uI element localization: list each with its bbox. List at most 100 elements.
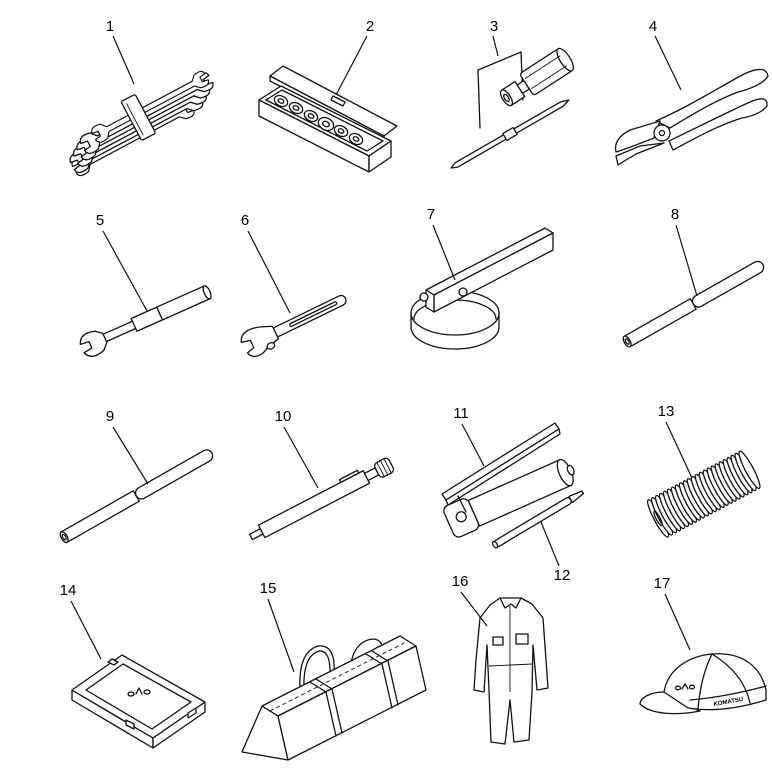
callout-number-9: 9 <box>106 408 114 425</box>
cap-brim <box>639 691 701 715</box>
case-hinge <box>107 658 119 666</box>
item-12-nozzle-pipe <box>491 490 585 549</box>
callout-number-16: 16 <box>452 573 469 590</box>
grip-groove <box>524 55 561 79</box>
handle-top-face <box>425 227 554 296</box>
callout-number-3: 3 <box>490 18 498 35</box>
item-6-adjustable-wrench <box>240 294 347 358</box>
sockets <box>273 94 364 146</box>
driver-bit <box>450 99 570 169</box>
cap-text: KOMATSU <box>713 697 743 708</box>
handle-slot <box>289 301 338 327</box>
plier-pivot-pin <box>658 129 666 137</box>
item-5-wrench-with-pipe <box>79 285 212 357</box>
knob-groove <box>376 462 385 477</box>
strap-band <box>410 312 500 350</box>
callout-number-17: 17 <box>654 575 671 592</box>
socket <box>273 94 289 108</box>
socket <box>288 101 304 115</box>
leader-line-17 <box>664 593 691 651</box>
coverall-pocket <box>492 636 504 646</box>
leader-line-16 <box>460 591 488 627</box>
cap-logo <box>674 683 696 691</box>
leader-line-14 <box>70 600 102 660</box>
bar-segment <box>134 449 214 500</box>
bar-bore <box>624 338 630 345</box>
logo-mark <box>688 684 696 690</box>
coverall-collar <box>499 597 522 609</box>
barrel-knob <box>566 464 575 476</box>
item-16-coverall <box>473 597 549 745</box>
socket-bore <box>277 98 285 104</box>
driver-grip-end <box>556 47 575 72</box>
coverall-waist <box>488 663 534 667</box>
leader-line-3 <box>492 35 499 57</box>
item-15-tool-bag <box>241 635 427 761</box>
tray-side <box>368 140 392 173</box>
logo-mark <box>135 687 143 695</box>
adjustable-jaw <box>240 325 280 358</box>
bar-segment <box>623 298 697 348</box>
bag-strap <box>365 653 393 709</box>
plier-handle-lower <box>668 98 768 151</box>
item-9-extension-bar <box>59 449 214 544</box>
leader-line-7 <box>432 224 456 281</box>
bar-segment <box>691 260 765 308</box>
leader-lines <box>70 35 698 673</box>
item-7-filter-wrench <box>410 227 554 350</box>
item-4-pliers <box>614 68 769 166</box>
bag-strap <box>371 650 399 706</box>
leader-line-2 <box>335 35 368 96</box>
logo-mark <box>127 691 135 697</box>
logo-mark <box>681 683 689 690</box>
holder-edge <box>125 103 144 136</box>
knob-groove <box>379 460 389 475</box>
grip-groove <box>531 65 567 90</box>
socket <box>348 132 364 146</box>
leader-line-11 <box>461 423 485 467</box>
coverall-pocket <box>515 633 529 645</box>
driver-handle <box>499 47 575 107</box>
driver-head-face <box>499 89 514 107</box>
tray-recess <box>265 89 384 152</box>
item-2-socket-box <box>258 65 398 173</box>
callout-number-10: 10 <box>275 408 292 425</box>
callout-number-1: 1 <box>106 18 114 35</box>
callout-number-15: 15 <box>260 580 277 597</box>
plier-handle-upper <box>655 68 769 129</box>
leader-line-15 <box>267 598 295 673</box>
coil-ring <box>738 450 761 490</box>
socket <box>303 109 319 123</box>
tube-clip <box>338 469 360 483</box>
leader-line-5 <box>102 230 148 312</box>
pipe-tip <box>568 490 585 504</box>
case-latch <box>187 707 197 719</box>
socket-bore <box>337 128 345 134</box>
callout-number-11: 11 <box>453 405 469 422</box>
bag-zipper <box>269 640 409 712</box>
leader-line-12 <box>540 521 560 567</box>
head-port <box>455 511 467 523</box>
lid-panel <box>85 663 192 730</box>
logo-mark <box>143 689 151 695</box>
wrench-jaw <box>79 330 108 357</box>
bag-strap <box>309 681 337 737</box>
cap-seam <box>711 653 751 704</box>
callout-number-4: 4 <box>649 18 657 35</box>
bag-strap <box>315 678 343 734</box>
callout-number-7: 7 <box>427 206 435 223</box>
leader-line-9 <box>112 426 149 485</box>
socket-bore <box>322 120 330 128</box>
callout-number-2: 2 <box>366 18 374 35</box>
socket <box>333 124 349 138</box>
item-3-screwdriver <box>450 47 575 169</box>
callout-number-13: 13 <box>658 403 675 420</box>
logo-mark <box>674 685 682 691</box>
socket-bore <box>307 113 315 119</box>
worm-screw <box>266 342 276 350</box>
case-logo <box>127 687 151 697</box>
bag-handle-inner <box>303 650 331 689</box>
strap-pin <box>419 292 429 302</box>
